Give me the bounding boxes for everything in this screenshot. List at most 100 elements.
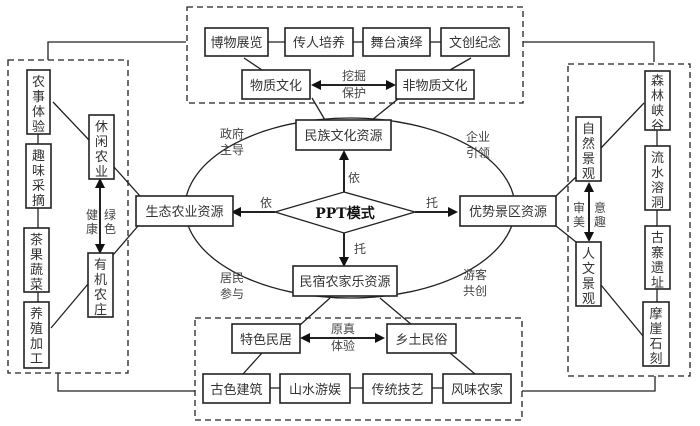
agri-item-label: 趣味采摘	[32, 149, 45, 209]
link	[371, 98, 399, 121]
homestay-link-label: 原真	[331, 322, 355, 336]
homestay-item-box: 山水游娱	[279, 373, 351, 404]
svg-text:特色民居: 特色民居	[240, 332, 292, 348]
link	[112, 225, 139, 256]
scenic-item-box: 流水溶洞	[644, 145, 671, 211]
svg-text:休闲农业: 休闲农业	[95, 120, 108, 180]
homestay-item-label: 山水游娱	[289, 383, 341, 398]
link	[379, 297, 413, 326]
svg-text:非物质文化: 非物质文化	[402, 79, 467, 94]
agri-item-label: 养殖加工	[30, 306, 43, 367]
scenic-link-label: 意趣	[594, 200, 606, 229]
ellipse-label-residents: 参与	[220, 286, 244, 301]
agri-link-label: 健康	[86, 208, 98, 236]
culture-item-box: 博物展览	[204, 27, 269, 57]
svg-text:民宿农家乐资源: 民宿农家乐资源	[299, 274, 390, 290]
ellipse-label-government: 政府	[220, 126, 244, 141]
link	[555, 225, 577, 243]
svg-text:有机农庄: 有机农庄	[94, 258, 107, 318]
arrow-label-left: 依	[260, 195, 272, 210]
cultural-landscape-box: 人文景观	[575, 241, 602, 307]
culture-item-label: 博物展览	[210, 35, 262, 51]
agri-link-label: 绿色	[104, 207, 116, 236]
folk-custom-box: 乡土民俗	[386, 323, 457, 354]
agri-item-label: 茶果蔬菜	[30, 232, 43, 293]
ellipse-label-government: 主导	[220, 143, 244, 157]
agri-group-frame	[7, 59, 129, 374]
culture-item-box: 舞台演绎	[362, 27, 431, 57]
culture-link-label: 挖掘	[342, 68, 366, 83]
scenic-item-label: 摩崖石刻	[649, 306, 662, 367]
scenic-group-frame	[567, 63, 691, 377]
leisure-agri-box: 休闲农业	[88, 114, 115, 180]
culture-item-label: 文创纪念	[449, 35, 501, 51]
homestay-item-box: 风味农家	[442, 373, 512, 404]
eco-agri-resource-box: 生态农业资源	[135, 195, 234, 227]
link	[449, 57, 472, 71]
ellipse-label-tourists: 共创	[463, 284, 487, 298]
arrow-label-top: 依	[348, 170, 360, 185]
center-label: PPT模式	[315, 205, 374, 222]
link	[243, 57, 263, 71]
scenic-resource-box: 优势景区资源	[459, 195, 557, 227]
arrow-label-right: 托	[426, 196, 438, 210]
svg-text:自然景观: 自然景观	[582, 122, 595, 182]
svg-text:优势景区资源: 优势景区资源	[469, 204, 547, 220]
link	[555, 176, 577, 197]
ellipse-label-enterprise: 引领	[466, 146, 490, 160]
homestay-link-label: 体验	[331, 338, 355, 353]
organic-farm-box: 有机农庄	[87, 252, 114, 318]
scenic-item-box: 古寨遗址	[644, 225, 671, 291]
culture-item-label: 传人培养	[293, 35, 345, 51]
homestay-item-label: 传统技艺	[371, 383, 423, 398]
arrow-label-bottom: 托	[354, 242, 366, 256]
link	[113, 166, 141, 197]
scenic-item-label: 森林峡谷	[651, 74, 664, 134]
svg-text:乡土民俗: 乡土民俗	[395, 333, 447, 348]
link	[600, 102, 645, 149]
scenic-item-box: 摩崖石刻	[642, 301, 670, 367]
link	[449, 352, 476, 375]
culture-item-box: 文创纪念	[440, 27, 510, 57]
ellipse-label-residents: 居民	[220, 271, 244, 285]
link	[600, 284, 644, 337]
intangible-culture-box: 非物质文化	[395, 69, 475, 100]
culture-group-frame	[186, 6, 524, 104]
link	[242, 352, 263, 375]
homestay-item-label: 风味农家	[451, 382, 503, 398]
material-culture-box: 物质文化	[241, 69, 311, 100]
homestay-item-box: 传统技艺	[362, 373, 433, 404]
culture-item-label: 舞台演绎	[370, 35, 422, 51]
link	[311, 97, 326, 121]
agri-item-box: 农事体验	[26, 69, 51, 135]
svg-text:物质文化: 物质文化	[250, 79, 302, 94]
homestay-group-frame	[194, 317, 523, 421]
connector-bottom-left	[57, 373, 195, 392]
ellipse-label-enterprise: 企业	[466, 129, 490, 144]
homestay-item-label: 古色建筑	[210, 382, 262, 398]
agri-item-box: 养殖加工	[23, 301, 50, 369]
ethnic-culture-resource-box: 民族文化资源	[295, 119, 392, 151]
scenic-item-box: 森林峡谷	[644, 70, 671, 134]
agri-item-label: 农事体验	[32, 75, 45, 135]
svg-text:生态农业资源: 生态农业资源	[145, 205, 223, 220]
agri-item-box: 茶果蔬菜	[23, 227, 50, 293]
link	[299, 297, 331, 326]
agri-item-box: 趣味采摘	[25, 143, 52, 209]
scenic-item-label: 流水溶洞	[651, 151, 664, 211]
culture-item-box: 传人培养	[284, 27, 354, 57]
svg-text:民族文化资源: 民族文化资源	[304, 128, 382, 144]
link	[50, 283, 89, 329]
scenic-link-label: 审美	[573, 200, 585, 229]
ellipse-label-tourists: 游客	[463, 267, 487, 282]
link	[52, 101, 90, 141]
culture-link-label: 保护	[342, 86, 366, 100]
scenic-item-label: 古寨遗址	[651, 231, 664, 291]
natural-landscape-box: 自然景观	[575, 116, 602, 182]
connector-top-right	[523, 41, 655, 62]
connector-bottom-right	[522, 376, 656, 392]
featured-dwelling-box: 特色民居	[231, 323, 301, 354]
homestay-resource-box: 民宿农家乐资源	[292, 265, 398, 297]
connector-top-left	[47, 41, 186, 60]
